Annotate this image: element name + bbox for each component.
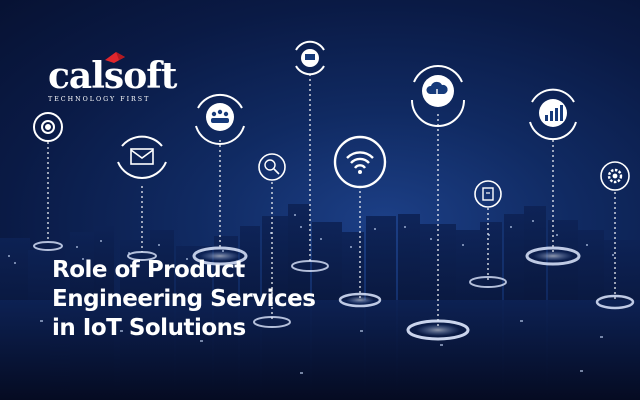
globe-search-icon	[258, 153, 286, 181]
bar-chart-icon	[529, 88, 577, 141]
email-icon	[117, 135, 167, 179]
logo-wordmark: calsoft	[48, 55, 177, 97]
headline-line-2: Engineering Services	[52, 286, 316, 312]
gear-icon	[600, 161, 630, 191]
cloud-upload-icon	[411, 65, 465, 127]
logo-tagline: TECHNOLOGY FIRST	[48, 96, 151, 103]
headline-line-1: Role of Product	[52, 257, 245, 283]
calsoft-logo[interactable]: calsoft TECHNOLOGY FIRST	[48, 52, 177, 103]
wifi-icon	[333, 135, 387, 189]
logo-mark-icon	[105, 52, 125, 63]
headline-line-3: in IoT Solutions	[52, 315, 246, 341]
people-icon	[195, 93, 245, 145]
banner-headline: Role of Product Engineering Services in …	[52, 256, 316, 343]
laptop-icon	[295, 40, 325, 76]
target-icon	[33, 112, 63, 142]
clipboard-icon	[474, 180, 502, 208]
